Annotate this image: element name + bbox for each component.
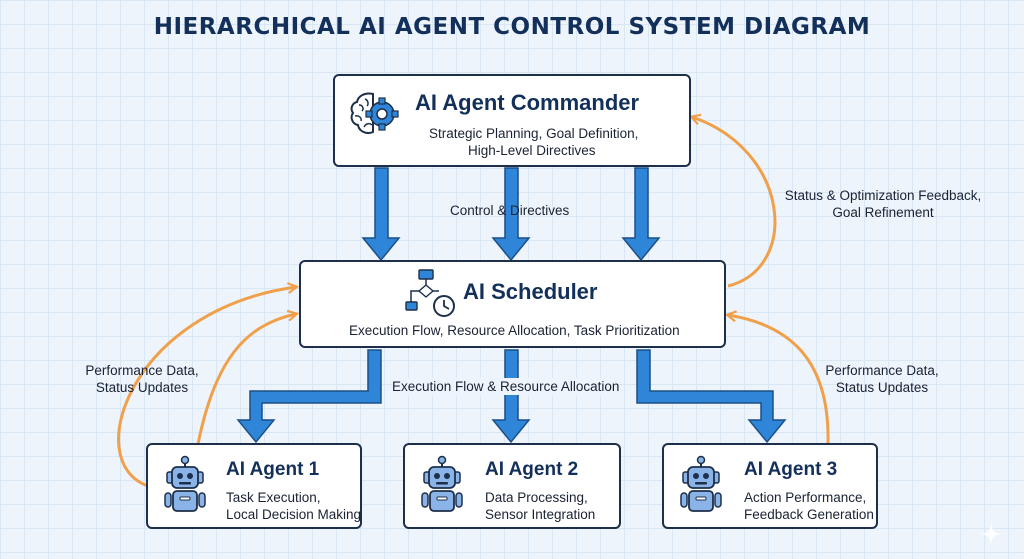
- agent-2-title: AI Agent 2: [485, 459, 579, 480]
- diagram-title: HIERARCHICAL AI AGENT CONTROL SYSTEM DIA…: [153, 14, 871, 40]
- commander-node: AI Agent Commander Strategic Planning, G…: [333, 74, 691, 167]
- exec-arrow-left: [236, 349, 382, 444]
- flowchart-clock-icon: [405, 269, 455, 317]
- agent-node-1: AI Agent 1 Task Execution, Local Decisio…: [146, 443, 362, 529]
- perf-right-arrow: [728, 315, 830, 445]
- agent-node-3: AI Agent 3 Action Performance, Feedback …: [662, 443, 878, 529]
- agent-3-title: AI Agent 3: [744, 459, 838, 480]
- sparkle-icon: [980, 523, 1002, 545]
- scheduler-node: AI Scheduler Execution Flow, Resource Al…: [299, 260, 726, 348]
- perf-right-label: Performance Data, Status Updates: [825, 363, 939, 395]
- commander-title: AI Agent Commander: [415, 90, 640, 115]
- robot-icon: [680, 455, 722, 512]
- execution-label: Execution Flow & Resource Allocation: [392, 378, 620, 395]
- robot-icon: [421, 455, 463, 512]
- agent-1-desc-line1: Task Execution,: [226, 490, 321, 505]
- agent-1-desc-line2: Local Decision Making: [226, 507, 362, 522]
- agent-2-desc-line1: Data Processing,: [485, 490, 588, 505]
- perf-left-label: Performance Data, Status Updates: [85, 363, 199, 395]
- perf-left-arrow-outer: [117, 287, 296, 488]
- commander-desc-line2: High-Level Directives: [468, 143, 596, 158]
- agent-1-title: AI Agent 1: [226, 459, 320, 480]
- brain-gear-icon: [350, 92, 399, 135]
- agent-3-desc-line2: Feedback Generation: [744, 507, 874, 522]
- scheduler-title: AI Scheduler: [463, 279, 598, 304]
- exec-arrow-right: [636, 349, 787, 444]
- robot-icon: [164, 455, 206, 512]
- control-label: Control & Directives: [450, 203, 570, 218]
- control-arrow-left: [361, 167, 401, 262]
- control-arrow-center: [491, 167, 531, 262]
- agent-3-desc-line1: Action Performance,: [744, 490, 867, 505]
- feedback-top-label: Status & Optimization Feedback, Goal Ref…: [784, 188, 982, 220]
- scheduler-desc: Execution Flow, Resource Allocation, Tas…: [349, 323, 680, 338]
- agent-2-desc-line2: Sensor Integration: [485, 507, 596, 522]
- agent-node-2: AI Agent 2 Data Processing, Sensor Integ…: [403, 443, 621, 529]
- feedback-top-arrow: [692, 117, 777, 288]
- exec-arrow-center: [491, 349, 531, 444]
- control-arrow-right: [621, 167, 661, 262]
- commander-desc-line1: Strategic Planning, Goal Definition,: [429, 126, 639, 141]
- perf-left-arrow-inner: [196, 314, 296, 445]
